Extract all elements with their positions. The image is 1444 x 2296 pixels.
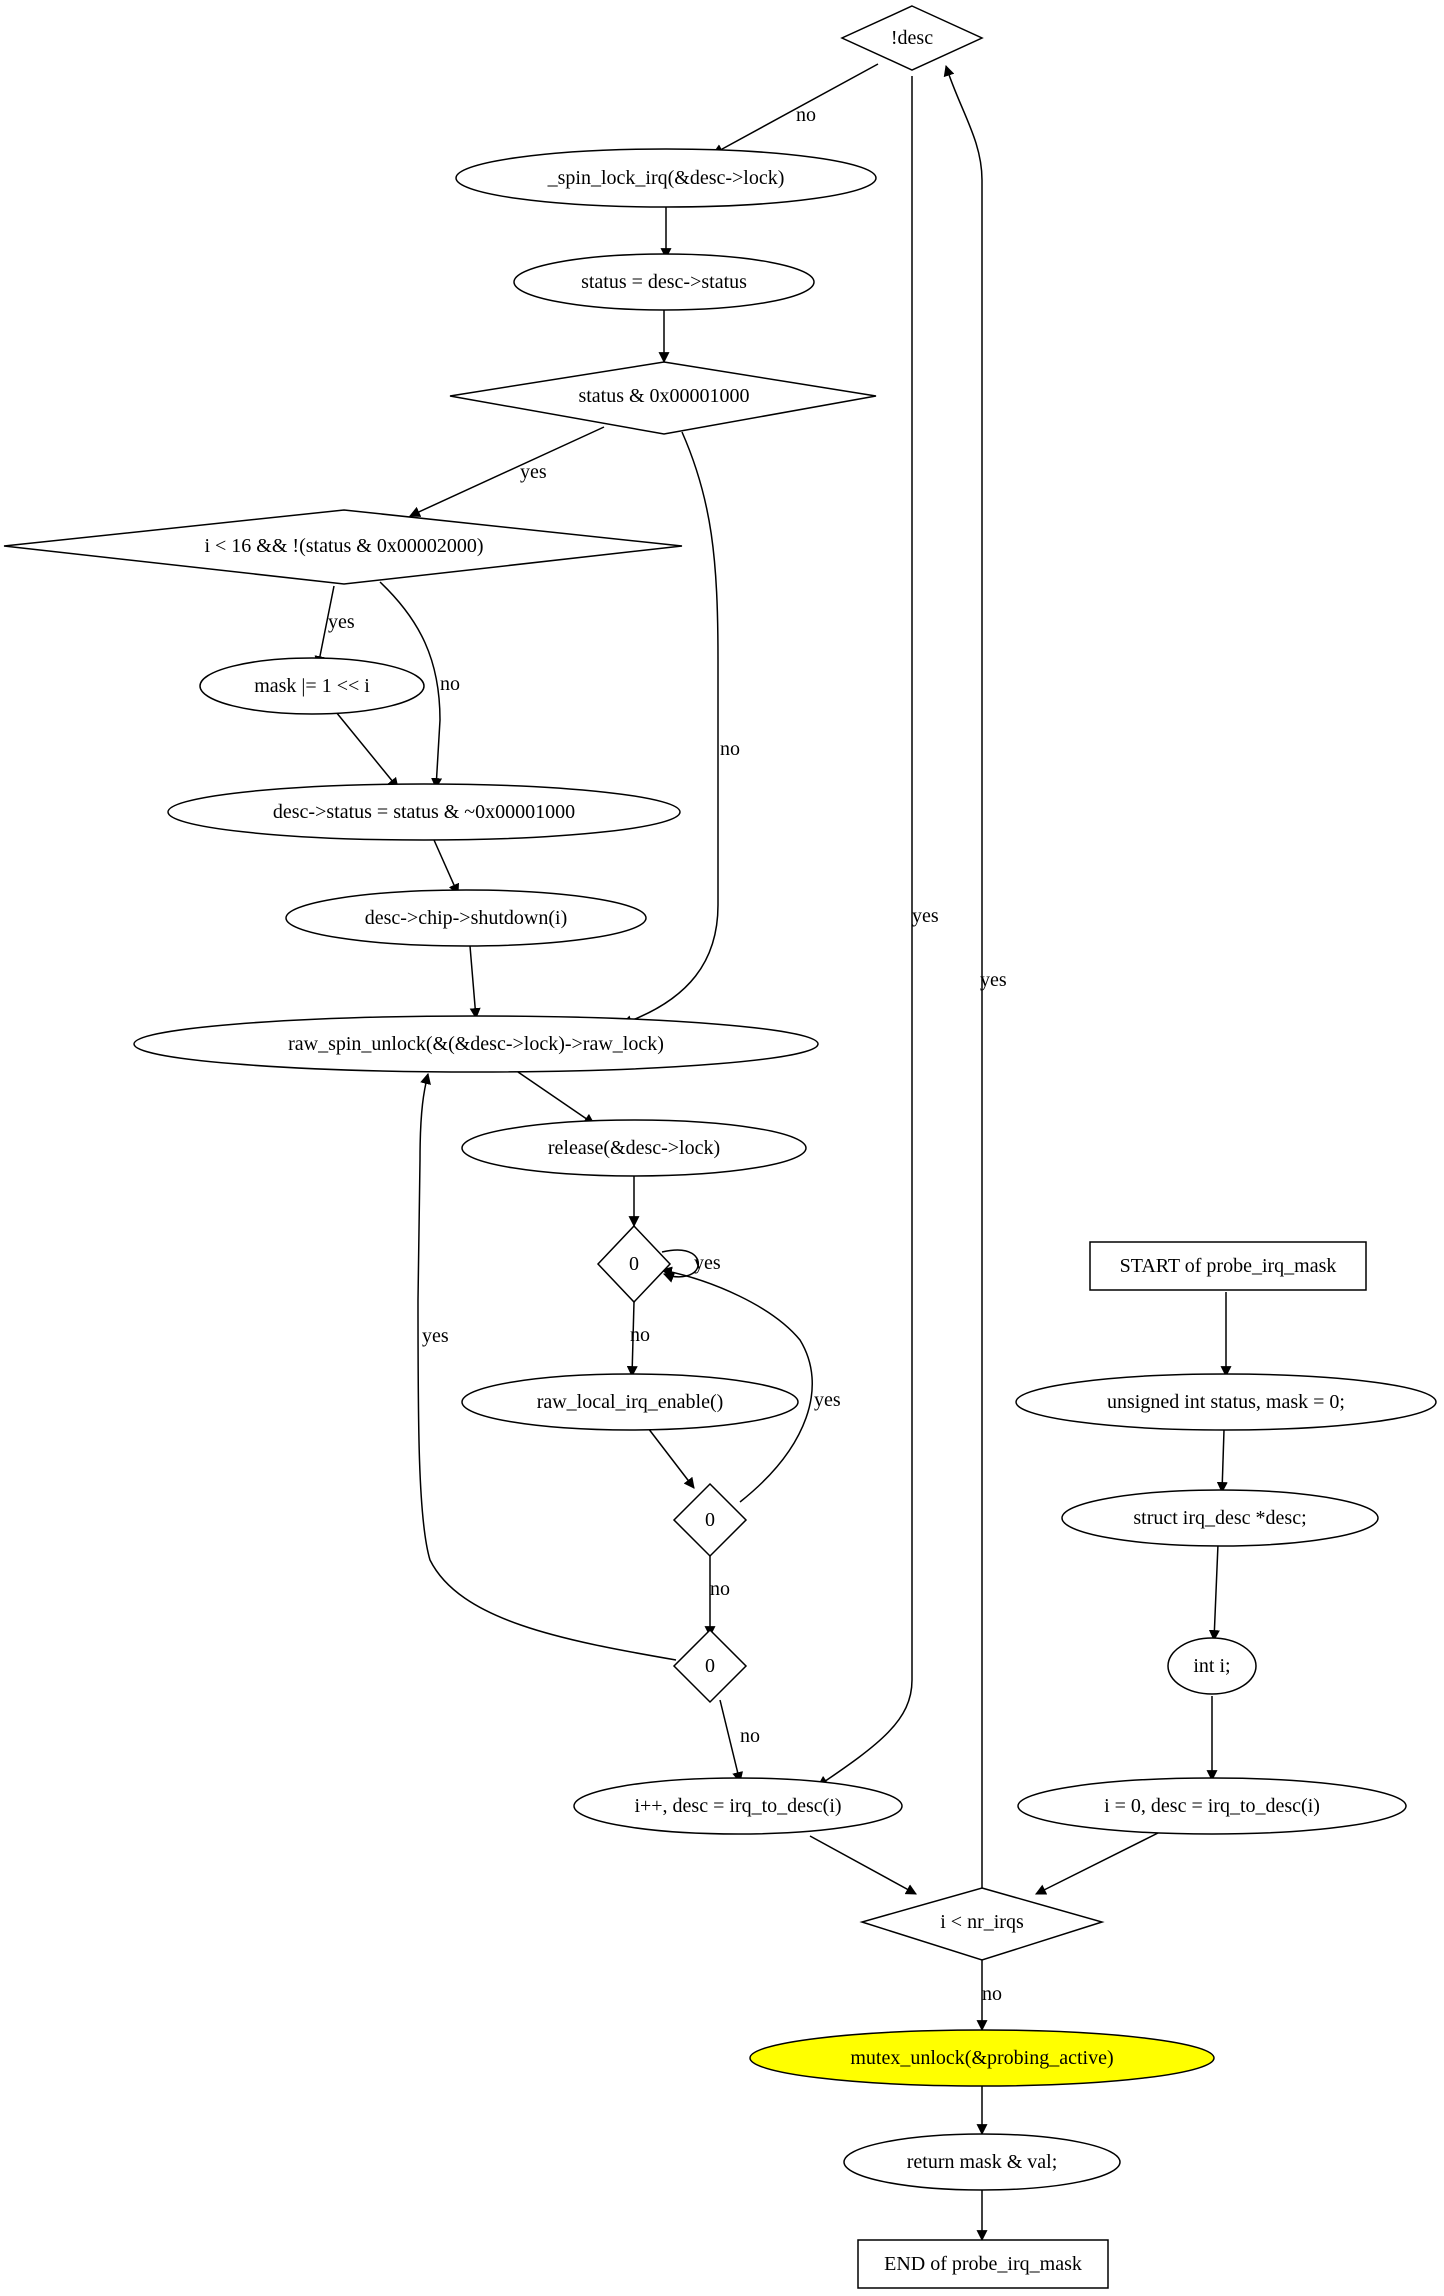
node-i-check-label: i < 16 && !(status & 0x00002000) [204,535,483,557]
edge-decl-status-to-decl-desc [1216,1429,1228,1494]
label-yes: yes [912,905,939,927]
edge-mask-or-to-desc-status [335,711,399,789]
edge-status-check-to-raw-unlock [620,431,719,1026]
node-raw-unlock: raw_spin_unlock(&(&desc->lock)->raw_lock… [133,1015,819,1073]
edge-irq-enable-to-zero2 [647,1427,695,1489]
node-decl-desc: struct irq_desc *desc; [1061,1489,1379,1547]
node-release: release(&desc->lock) [461,1119,807,1177]
node-release-label: release(&desc->lock) [548,1137,720,1159]
label-no: no [740,1725,760,1747]
label-yes: yes [520,461,547,483]
edge-zero1-self-loop [661,1249,700,1283]
node-decl-status-label: unsigned int status, mask = 0; [1107,1391,1345,1413]
node-return: return mask & val; [843,2133,1121,2191]
node-loop-check: i < nr_irqs [859,1887,1105,1961]
label-no: no [440,673,460,695]
node-start: START of probe_irq_mask [1089,1241,1367,1291]
edge-zero2-to-zero1 [660,1266,813,1503]
edge-init-to-loop-check [1035,1831,1161,1895]
node-zero-1: 0 [596,1224,672,1304]
node-not-desc: !desc [840,5,984,71]
node-start-label: START of probe_irq_mask [1120,1255,1337,1277]
node-mask-or-label: mask |= 1 << i [254,675,370,697]
edge-zero3-to-incr [719,1699,743,1784]
edge-decl-desc-to-decl-i [1208,1543,1220,1642]
node-not-desc-label: !desc [891,27,933,49]
node-spin-lock: _spin_lock_irq(&desc->lock) [455,148,877,208]
node-shutdown-label: desc->chip->shutdown(i) [365,907,568,929]
node-zero-3-label: 0 [705,1655,715,1677]
node-return-label: return mask & val; [907,2151,1058,2173]
node-raw-unlock-label: raw_spin_unlock(&(&desc->lock)->raw_lock… [288,1033,664,1055]
label-yes: yes [980,969,1007,991]
node-desc-status-label: desc->status = status & ~0x00001000 [273,801,575,823]
node-init-label: i = 0, desc = irq_to_desc(i) [1104,1795,1320,1817]
label-no: no [630,1324,650,1346]
edge-zero1-to-irq-enable [626,1301,638,1378]
node-mutex-unlock: mutex_unlock(&probing_active) [749,2029,1215,2087]
node-decl-i-label: int i; [1193,1655,1230,1677]
node-status-assign-label: status = desc->status [581,271,747,293]
node-end-label: END of probe_irq_mask [884,2253,1082,2275]
edge-loop-check-to-not-desc [943,64,983,1888]
node-irq-enable: raw_local_irq_enable() [461,1373,799,1431]
node-irq-enable-label: raw_local_irq_enable() [537,1391,724,1413]
label-yes: yes [694,1252,721,1274]
label-yes: yes [328,611,355,633]
label-no: no [720,738,740,760]
node-zero-2: 0 [672,1482,748,1558]
node-decl-desc-label: struct irq_desc *desc; [1133,1507,1306,1529]
edge-not-desc-to-spin-lock [712,63,879,155]
edge-i-check-to-desc-status [379,581,443,790]
edge-labels: no yes no yes no yes no yes no yes no ye… [328,104,1007,2005]
node-shutdown: desc->chip->shutdown(i) [285,889,647,947]
node-zero-1-label: 0 [629,1253,639,1275]
label-no: no [796,104,816,126]
edge-incr-to-loop-check [809,1835,917,1895]
edge-raw-unlock-to-release [517,1071,595,1125]
edge-desc-status-to-shutdown [433,839,460,896]
node-status-check-label: status & 0x00001000 [578,385,749,407]
nodes: !desc _spin_lock_irq(&desc->lock) status… [3,5,1437,2289]
node-status-check: status & 0x00001000 [449,361,877,435]
node-loop-check-label: i < nr_irqs [940,1911,1024,1933]
label-yes: yes [422,1325,449,1347]
node-status-assign: status = desc->status [513,253,815,311]
edge-shutdown-to-raw-unlock [469,945,481,1020]
edge-not-desc-to-incr [817,76,913,1787]
edge-i-check-to-mask-or [314,585,335,668]
edge-zero3-to-raw-unlock [417,1072,677,1661]
node-zero-2-label: 0 [705,1509,715,1531]
node-i-check: i < 16 && !(status & 0x00002000) [3,509,683,585]
node-spin-lock-label: _spin_lock_irq(&desc->lock) [547,167,785,189]
edge-status-check-to-i-check [409,426,605,517]
node-init: i = 0, desc = irq_to_desc(i) [1017,1777,1407,1835]
node-increment: i++, desc = irq_to_desc(i) [573,1777,903,1835]
node-mutex-unlock-label: mutex_unlock(&probing_active) [850,2047,1113,2069]
node-zero-3: 0 [672,1628,748,1704]
node-end: END of probe_irq_mask [857,2239,1109,2289]
node-decl-i: int i; [1167,1637,1257,1695]
node-decl-status: unsigned int status, mask = 0; [1015,1373,1437,1431]
label-yes: yes [814,1389,841,1411]
node-mask-or: mask |= 1 << i [199,657,425,715]
node-increment-label: i++, desc = irq_to_desc(i) [634,1795,841,1817]
node-desc-status: desc->status = status & ~0x00001000 [167,783,681,841]
label-no: no [710,1578,730,1600]
label-no: no [982,1983,1002,2005]
edges [314,63,1232,2242]
